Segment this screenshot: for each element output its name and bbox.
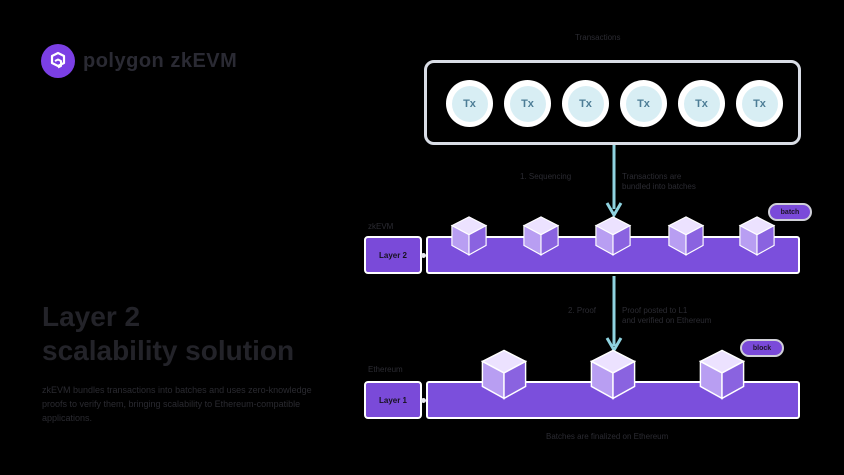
transaction-label: Tx — [741, 85, 778, 122]
title-line-1: Layer 2 — [42, 301, 141, 332]
arrow1-caption-left: 1. Sequencing — [520, 172, 572, 181]
sequence-arrow — [605, 145, 623, 218]
arrow2-caption-right-2: and verified on Ethereum — [622, 316, 712, 325]
layer2-header: zkEVM — [368, 222, 394, 231]
title-line-2: scalability solution — [42, 335, 295, 366]
layer2-connector-dot — [421, 253, 426, 258]
transaction-label: Tx — [625, 85, 662, 122]
layer2-label: Layer 2 — [378, 250, 408, 260]
transactions-caption: Transactions — [575, 33, 621, 42]
batch-badge-label: batch — [780, 208, 800, 216]
description-text: zkEVM bundles transactions into batches … — [42, 385, 312, 423]
transaction-label: Tx — [567, 85, 604, 122]
transaction-circle: Tx — [620, 80, 667, 127]
transactions-container: Tx Tx Tx Tx Tx Tx — [424, 60, 801, 145]
block-cube-icon — [667, 215, 705, 262]
arrow1-caption-right-2: bundled into batches — [622, 182, 696, 191]
layer1-header: Ethereum — [368, 365, 403, 374]
block-cube-icon — [738, 215, 776, 262]
block-cube-icon — [594, 215, 632, 262]
footer-caption: Batches are finalized on Ethereum — [546, 432, 669, 441]
proof-arrow — [605, 276, 623, 353]
transaction-label: Tx — [451, 85, 488, 122]
arrow2-caption-right-1: Proof posted to L1 — [622, 306, 688, 315]
polygon-hexagon-icon — [41, 44, 75, 78]
page-title: Layer 2 scalability solution — [42, 300, 294, 368]
transaction-label: Tx — [683, 85, 720, 122]
layer1-label-box: Layer 1 — [364, 381, 422, 419]
block-cube-icon — [480, 348, 528, 406]
block-cube-icon — [450, 215, 488, 262]
block-cube-icon — [698, 348, 746, 406]
block-cube-icon — [522, 215, 560, 262]
layer1-connector-dot — [421, 398, 426, 403]
transaction-label: Tx — [509, 85, 546, 122]
transaction-circle: Tx — [736, 80, 783, 127]
layer2-label-box: Layer 2 — [364, 236, 422, 274]
layer1-label: Layer 1 — [378, 395, 408, 405]
arrow2-caption-left: 2. Proof — [568, 306, 597, 315]
block-badge: block — [740, 339, 784, 357]
transaction-circle: Tx — [446, 80, 493, 127]
batch-badge: batch — [768, 203, 812, 221]
block-cube-icon — [589, 348, 637, 406]
arrow1-caption-right-1: Transactions are — [622, 172, 682, 181]
logo-text: polygon zkEVM — [83, 49, 238, 72]
transaction-circle: Tx — [504, 80, 551, 127]
transaction-circle: Tx — [678, 80, 725, 127]
block-badge-label: block — [752, 344, 772, 352]
transactions-row: Tx Tx Tx Tx Tx Tx — [446, 80, 783, 127]
brand-logo: polygon zkEVM — [41, 44, 237, 78]
transaction-circle: Tx — [562, 80, 609, 127]
